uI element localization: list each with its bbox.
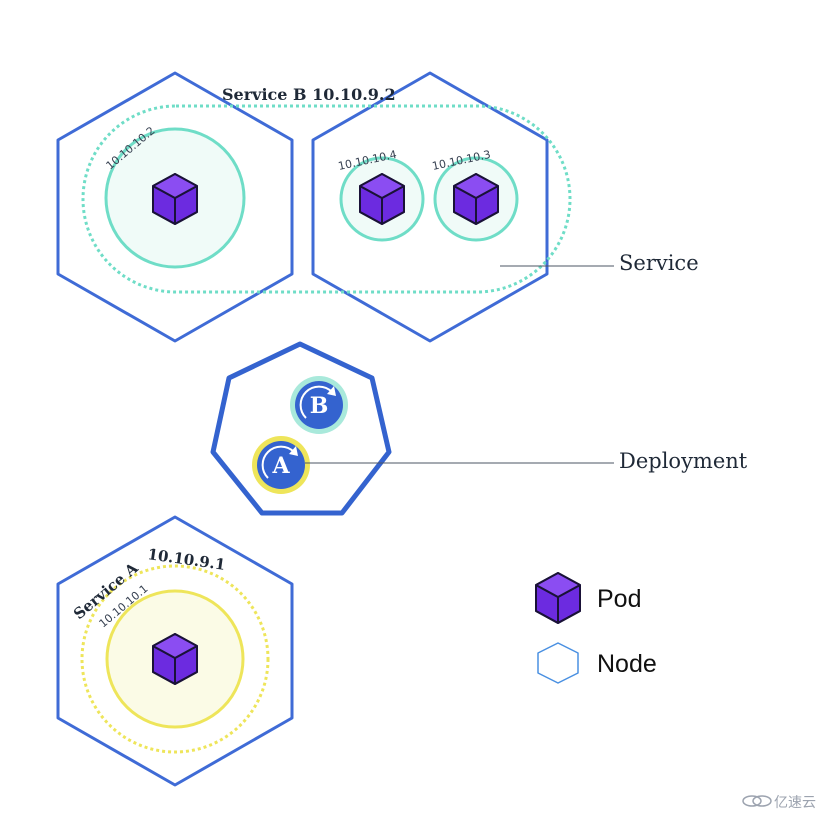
service-b-boundary bbox=[81, 104, 572, 294]
service-a-boundary bbox=[80, 564, 270, 754]
rollout-arrowhead-icon bbox=[327, 386, 336, 396]
deployment-badge-b-label: B bbox=[310, 393, 329, 419]
service-b-label: Service B 10.10.9.2 bbox=[222, 85, 396, 104]
legend-pod-label: Pod bbox=[597, 585, 641, 613]
pod-cube-icon bbox=[359, 173, 405, 225]
service-a-ip: 10.10.9.1 bbox=[146, 545, 226, 574]
pod-cube-icon bbox=[152, 173, 198, 225]
rollout-arrow-icon bbox=[261, 445, 295, 479]
pod-cube-icon bbox=[453, 173, 499, 225]
legend-node-label: Node bbox=[597, 650, 657, 678]
node-hexagon-bottom bbox=[56, 515, 294, 787]
watermark-text: 亿速云 bbox=[774, 795, 816, 811]
service-callout-label: Service bbox=[619, 251, 699, 275]
deployment-heptagon bbox=[210, 341, 392, 516]
rollout-arrowhead-icon bbox=[289, 446, 298, 456]
deployment-callout-label: Deployment bbox=[619, 449, 748, 473]
watermark-logo-icon bbox=[742, 795, 772, 807]
pod-cube-icon bbox=[152, 633, 198, 685]
node-hexagon-left bbox=[56, 71, 294, 343]
node-hexagon-right bbox=[311, 71, 549, 343]
deployment-badge-a-label: A bbox=[271, 453, 290, 479]
legend-pod-icon bbox=[535, 572, 581, 624]
rollout-arrow-icon bbox=[299, 385, 333, 419]
legend-node-icon bbox=[537, 642, 579, 684]
